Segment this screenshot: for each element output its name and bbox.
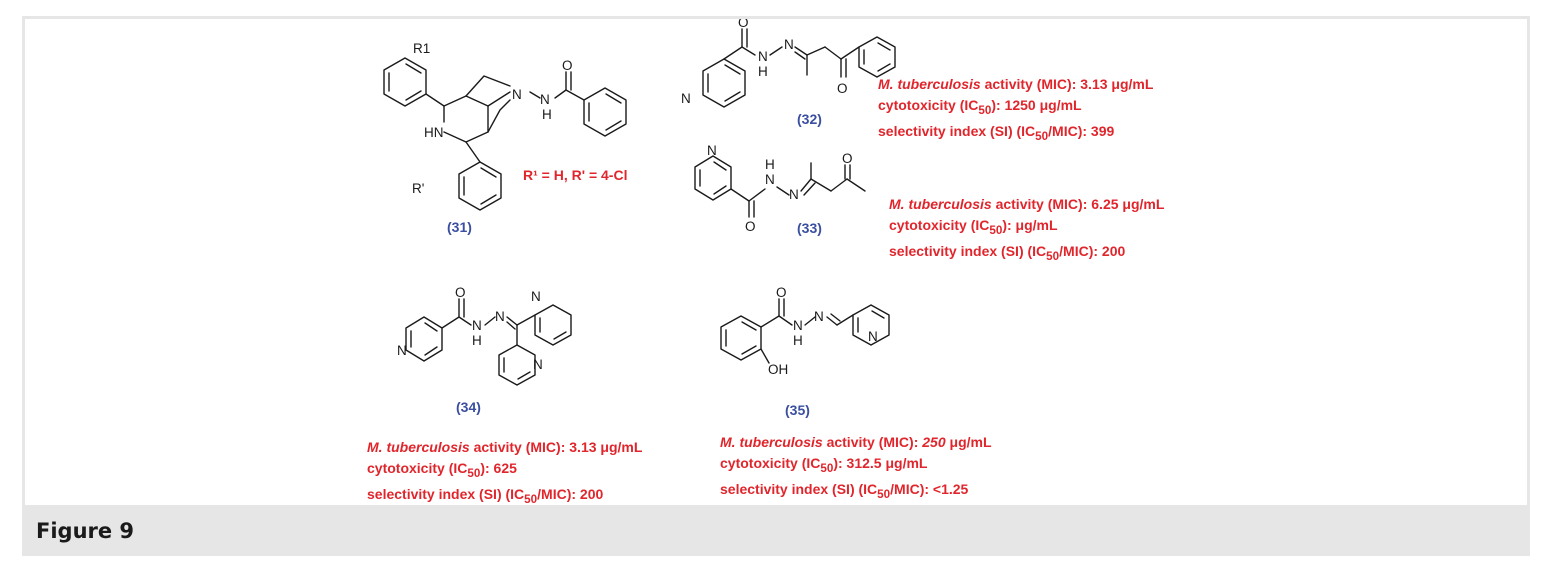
atom-o: O [562, 58, 573, 73]
atom-n: N [472, 318, 482, 333]
note-35-selectivity: selectivity index (SI) (IC50/MIC): <1.25 [720, 480, 969, 501]
atom-h: H [793, 333, 803, 348]
note-35-cytotoxicity: cytotoxicity (IC50): 312.5 μg/mL [720, 454, 928, 475]
atom-h: H [758, 64, 768, 79]
structure-31: R1 HN R' N N H O [383, 41, 627, 211]
note-32-selectivity: selectivity index (SI) (IC50/MIC): 399 [878, 122, 1115, 143]
atom-n: N [868, 329, 878, 344]
note-33: M. tuberculosis activity (MIC): 6.25 μg/… [889, 194, 1164, 267]
note-35-activity: M. tuberculosis activity (MIC): 250 μg/m… [720, 434, 992, 450]
compound-label-34: (34) [456, 399, 481, 415]
atom-n: N [784, 37, 794, 52]
r-group-note: R¹ = H, R' = 4-Cl [523, 167, 627, 183]
note-32-activity: M. tuberculosis activity (MIC): 3.13 μg/… [878, 76, 1154, 92]
atom-n: N [789, 187, 799, 202]
compound-label-33: (33) [797, 220, 822, 236]
atom-n: N [531, 289, 541, 304]
atom-rprime: R' [412, 181, 424, 196]
note-34: M. tuberculosis activity (MIC): 3.13 μg/… [367, 437, 642, 510]
atom-o: O [776, 285, 787, 300]
note-33-activity: M. tuberculosis activity (MIC): 6.25 μg/… [889, 196, 1165, 212]
atom-n: N [533, 357, 543, 372]
atom-n: N [765, 172, 775, 187]
note-33-selectivity: selectivity index (SI) (IC50/MIC): 200 [889, 242, 1126, 263]
atom-n: N [814, 309, 824, 324]
atom-h: H [542, 107, 552, 122]
atom-n: N [512, 87, 522, 102]
atom-n: N [758, 49, 768, 64]
atom-o: O [837, 81, 848, 96]
atom-n: N [707, 143, 717, 158]
atom-o: O [842, 151, 853, 166]
note-34-cytotoxicity: cytotoxicity (IC50): 625 [367, 459, 517, 480]
figure-frame: R1 HN R' N N H O (31) R¹ = H, R' = 4-Cl [22, 16, 1530, 556]
note-34-activity: M. tuberculosis activity (MIC): 3.13 μg/… [367, 439, 643, 455]
note-32-cytotoxicity: cytotoxicity (IC50): 1250 μg/mL [878, 96, 1082, 117]
atom-h: H [765, 157, 775, 172]
atom-n: N [793, 318, 803, 333]
atom-n: N [495, 309, 505, 324]
atom-o: O [455, 285, 466, 300]
structure-33: N H N N O O [694, 143, 866, 234]
atom-oh: OH [768, 362, 788, 377]
structure-32: N O N H N O [681, 19, 896, 108]
note-35: M. tuberculosis activity (MIC): 250 μg/m… [720, 432, 992, 505]
note-34-selectivity: selectivity index (SI) (IC50/MIC): 200 [367, 485, 604, 506]
atom-n: N [681, 91, 691, 106]
structure-35: O N H N N OH [720, 285, 890, 377]
atom-r1: R1 [413, 41, 430, 56]
note-33-cytotoxicity: cytotoxicity (IC50): μg/mL [889, 216, 1058, 237]
atom-n: N [540, 92, 550, 107]
atom-h: H [472, 333, 482, 348]
structures-canvas: R1 HN R' N N H O (31) R¹ = H, R' = 4-Cl [383, 19, 896, 418]
atom-hn: HN [424, 125, 444, 140]
atom-n: N [397, 343, 407, 358]
figure-panel: R1 HN R' N N H O (31) R¹ = H, R' = 4-Cl [25, 19, 1527, 506]
atom-o: O [738, 19, 749, 30]
compound-label-31: (31) [447, 219, 472, 235]
compound-label-35: (35) [785, 402, 810, 418]
note-32: M. tuberculosis activity (MIC): 3.13 μg/… [878, 74, 1153, 147]
compound-label-32: (32) [797, 111, 822, 127]
figure-caption: Figure 9 [36, 519, 135, 543]
structure-34: N O N H N N N [397, 285, 572, 386]
atom-o: O [745, 219, 756, 234]
